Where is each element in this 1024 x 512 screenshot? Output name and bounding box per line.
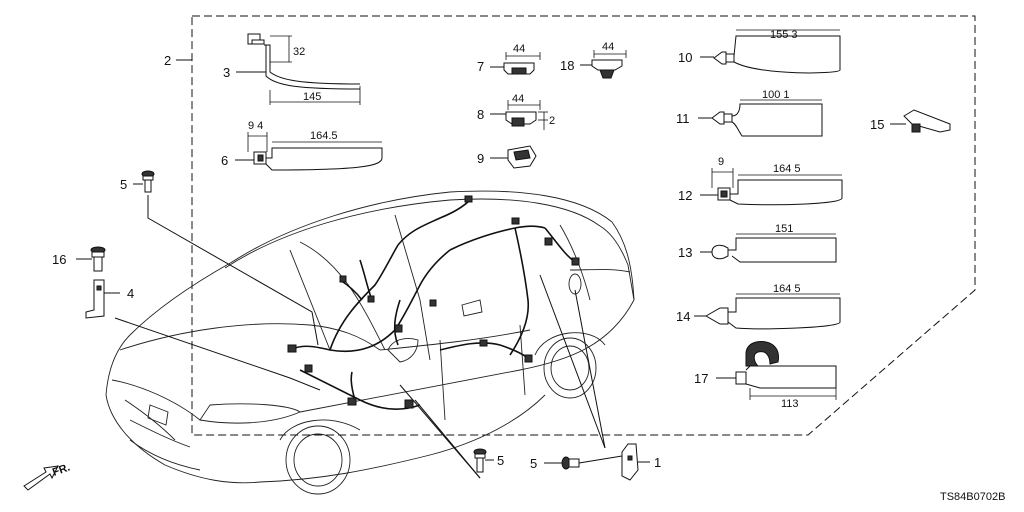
part-14-clip — [694, 293, 841, 330]
svg-text:FR.: FR. — [51, 461, 72, 478]
leader-5-bottom-b — [399, 384, 481, 479]
callout-5-top: 5 — [120, 177, 127, 192]
front-direction-arrow: FR. — [23, 461, 72, 491]
part-9-clip — [490, 145, 537, 169]
part-4-bracket — [85, 279, 120, 319]
dim-11-length: 100 1 — [762, 89, 790, 101]
diagram-code: TS84B0702B — [940, 491, 1005, 503]
dim-3-length: 145 — [303, 91, 321, 103]
callout-7: 7 — [477, 59, 484, 74]
callout-13: 13 — [678, 245, 692, 260]
callout-3: 3 — [223, 65, 230, 80]
leader-5-top — [147, 195, 319, 346]
leader-1-a — [539, 274, 606, 449]
part-16-bolt — [76, 246, 106, 272]
callout-9: 9 — [477, 151, 484, 166]
dim-18-width: 44 — [602, 41, 614, 53]
part-12-clip — [700, 168, 843, 206]
callout-16: 16 — [52, 252, 66, 267]
dim-12-length: 164 5 — [773, 163, 801, 175]
part-5-bolt-side — [544, 455, 623, 470]
part-6-clip — [235, 132, 383, 171]
part-13-clip — [700, 233, 837, 263]
callout-10: 10 — [678, 50, 692, 65]
dim-3-height: 32 — [293, 46, 305, 58]
dim-17-length: 113 — [781, 398, 799, 410]
callout-12: 12 — [678, 188, 692, 203]
callout-17: 17 — [694, 371, 708, 386]
car-body-outline — [105, 190, 635, 495]
part-5-bolt-bottom — [473, 448, 494, 473]
callout-5-bottom: 5 — [497, 453, 504, 468]
dim-6-offset: 9 4 — [248, 120, 263, 132]
part-5-bolt-top — [133, 170, 155, 193]
part-7-clip — [490, 52, 541, 75]
callout-1: 1 — [654, 455, 661, 470]
callout-6: 6 — [221, 153, 228, 168]
callout-4: 4 — [127, 286, 134, 301]
part-8-clip — [490, 100, 548, 130]
part-3-bracket — [236, 33, 361, 105]
callout-5-side: 5 — [530, 456, 537, 471]
part-18-clip — [580, 50, 627, 79]
dim-8-height: 2 — [549, 115, 555, 127]
dim-10-length: 155 3 — [770, 29, 798, 41]
part-1-bracket — [621, 443, 650, 481]
part-17-clamp — [716, 341, 837, 400]
part-15-clip — [890, 109, 951, 133]
callout-14: 14 — [676, 309, 690, 324]
callout-15: 15 — [870, 117, 884, 132]
callout-18: 18 — [560, 58, 574, 73]
callout-8: 8 — [477, 107, 484, 122]
dim-12-offset: 9 — [718, 156, 724, 168]
dim-8-width: 44 — [512, 93, 524, 105]
callout-11: 11 — [676, 111, 690, 126]
dim-7-width: 44 — [513, 43, 525, 55]
callout-2: 2 — [164, 53, 171, 68]
dim-13-length: 151 — [775, 223, 793, 235]
part-10-clip — [700, 29, 841, 74]
wire-harness — [287, 195, 580, 410]
leader-4 — [114, 317, 321, 391]
dim-14-length: 164 5 — [773, 283, 801, 295]
leader-1-b — [574, 289, 606, 449]
group-outline — [191, 15, 976, 436]
part-11-clip — [698, 99, 823, 137]
dim-6-length: 164.5 — [310, 130, 338, 142]
